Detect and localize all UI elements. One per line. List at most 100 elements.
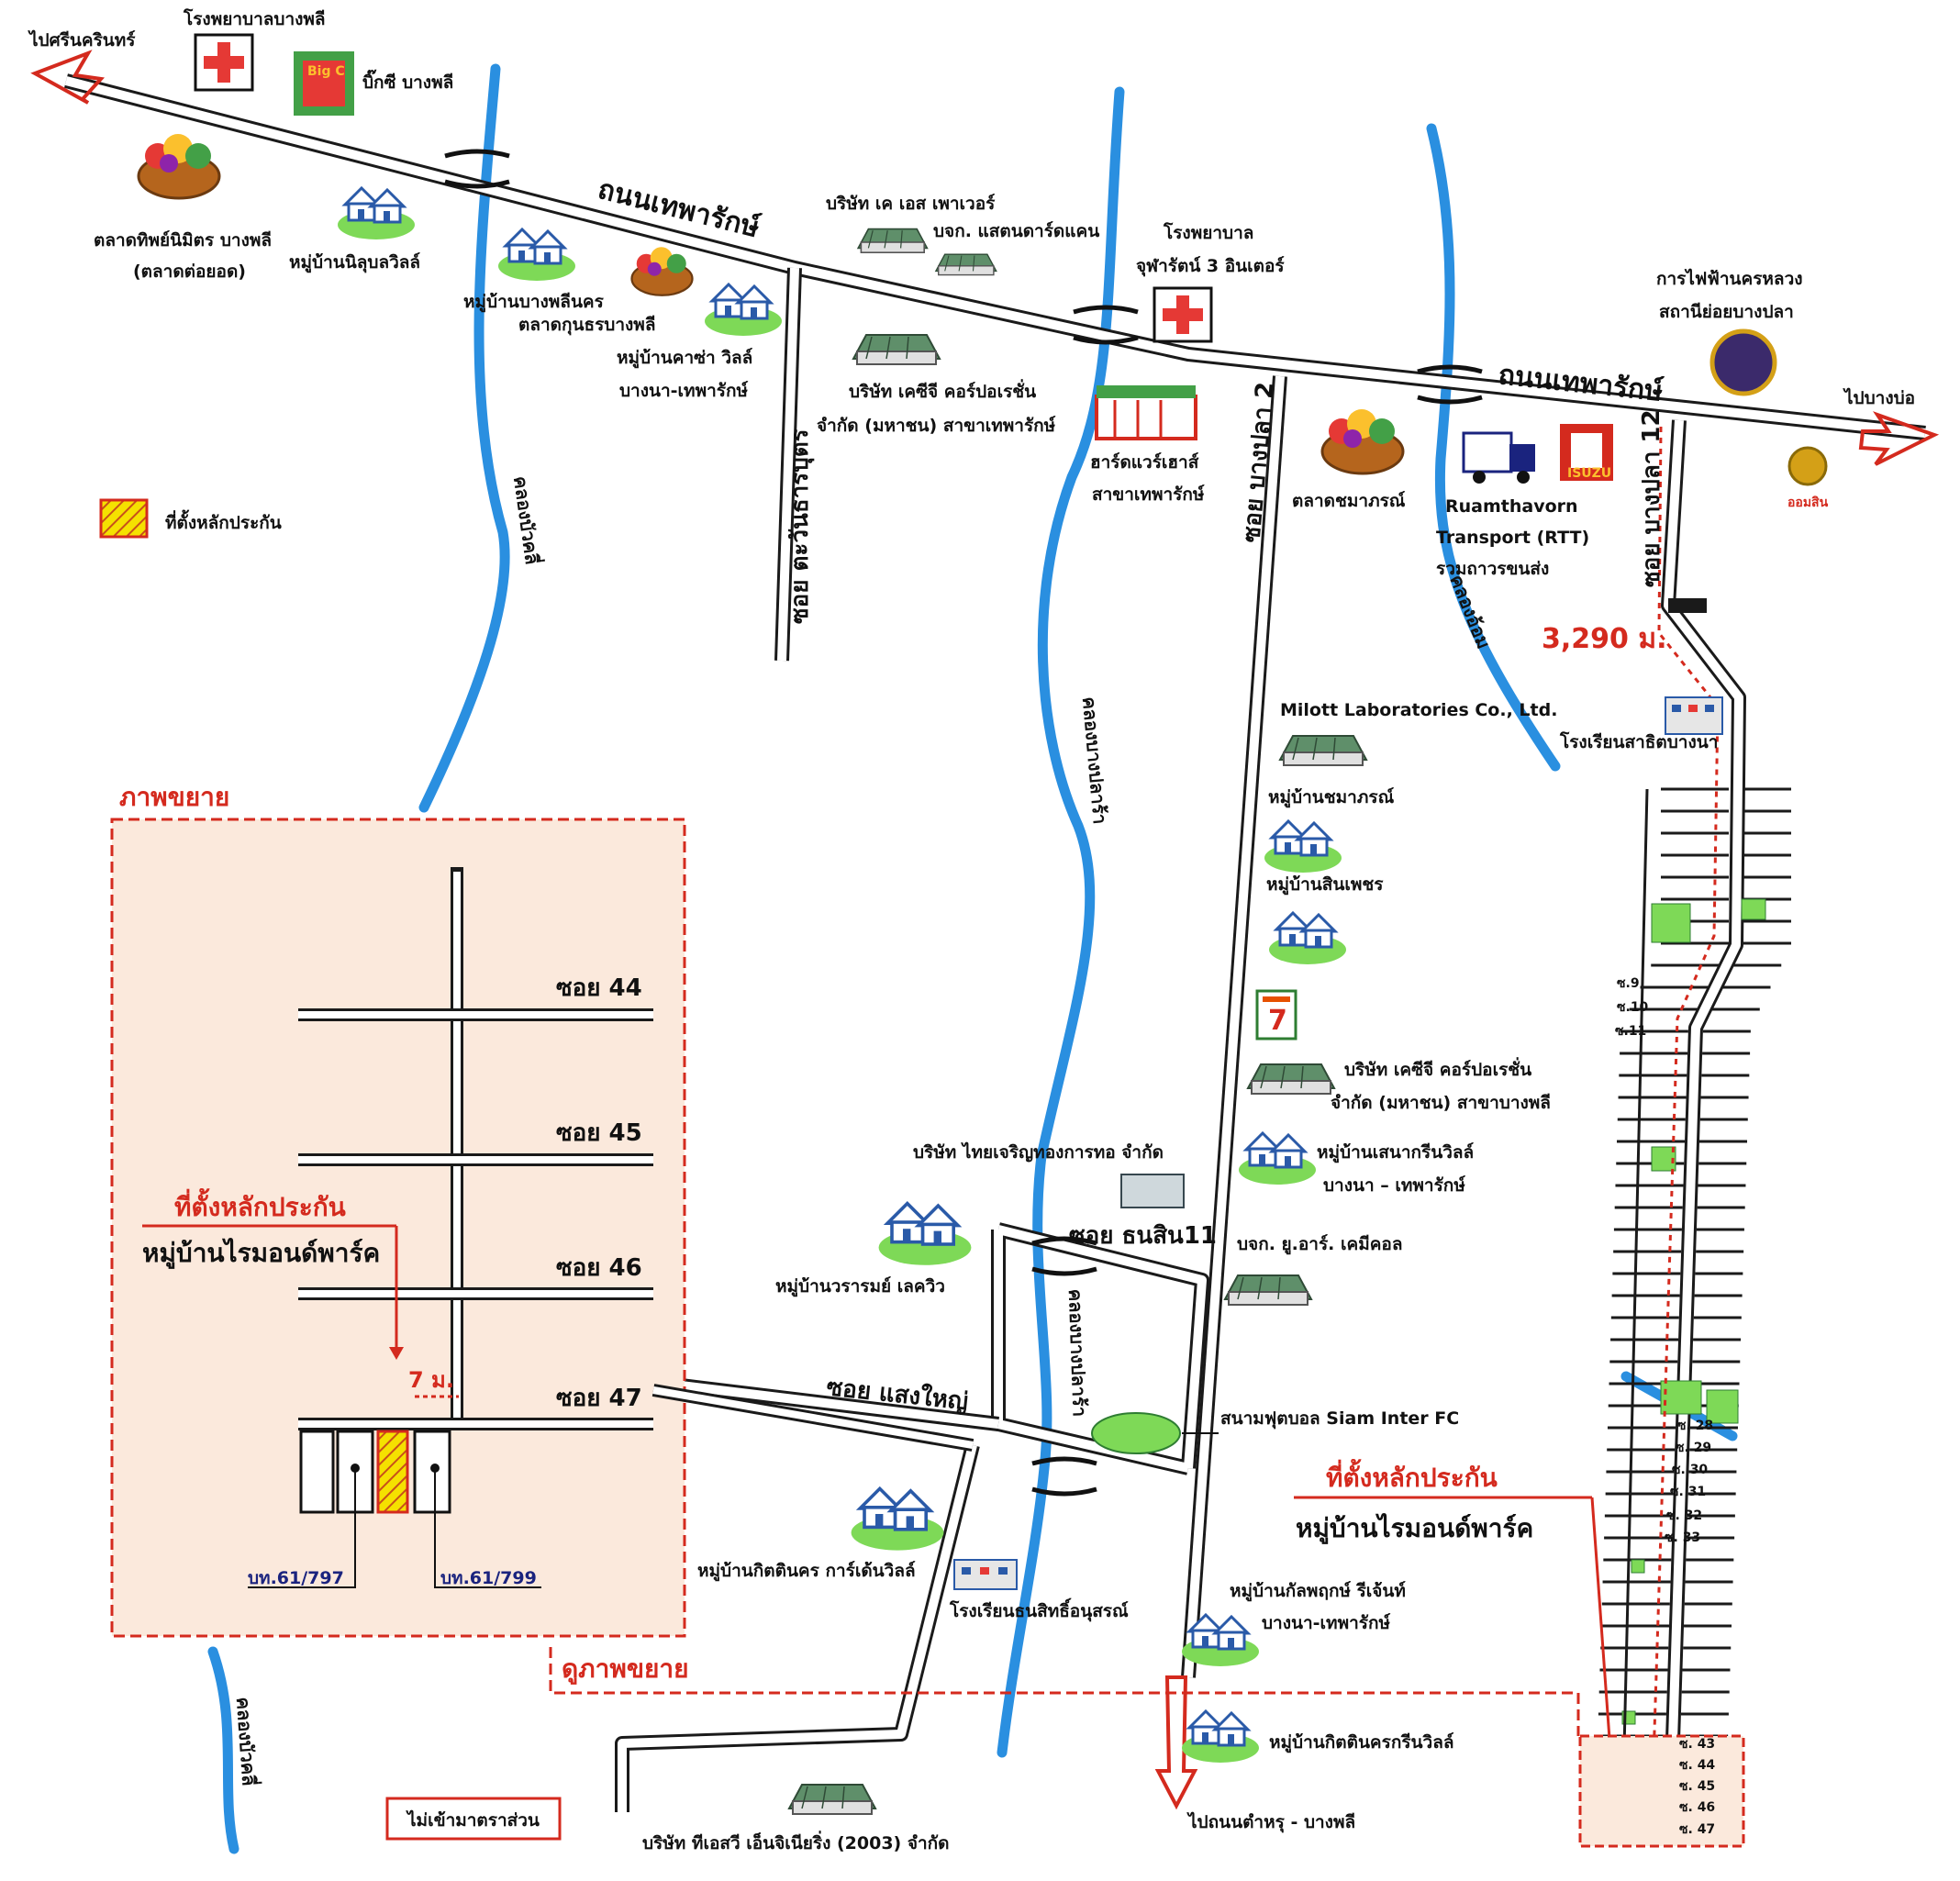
label-hardware-2: สาขาเทพารักษ์ [1092,484,1205,505]
label-kcg-2: จำกัด (มหาชน) สาขาเทพารักษ์ [817,416,1056,436]
soi-label: ซ. 43 [1679,1737,1715,1752]
label-market-thip-2: (ตลาดต่อยอด) [133,262,246,282]
green-plot [1741,898,1766,920]
label-vil-kanlapaphruek-1: หมู่บ้านกัลพฤกษ์ รีเจ้นท์ [1230,1581,1406,1602]
soi-label: ซ. 33 [1665,1530,1700,1545]
soi-label: ซ. 32 [1666,1508,1702,1523]
zoom-area-box [1578,1734,1745,1848]
river-khlong-om [1426,123,1561,772]
distance-label: 3,290 ม. [1542,623,1667,655]
market-icon [630,246,694,296]
truck-icon [1462,431,1513,473]
label-pea-2: สถานีย่อยบางปลา [1659,302,1794,322]
see-enlarged-connector [549,1647,1580,1736]
not-to-scale-box [385,1797,562,1841]
label-school-sarit: โรงเรียนสาธิตบางนา [1559,731,1718,752]
not-to-scale-label: ไม่เข้ามาตราส่วน [406,1809,540,1831]
soi-labels-right: ซ.9 ซ.10 ซ.11 ซ. 28 ซ. 29 ซ. 30 ซ. 31 ซ.… [1615,976,1715,1837]
village-icon [496,228,577,283]
bigc-logo-text: Big C [307,64,345,79]
village-icon [703,283,784,338]
soi-label: ซ.10 [1617,1000,1649,1015]
hardware-house-icon [1095,395,1197,440]
river-khlong-bangpla [997,86,1125,1758]
arrow-to-west [30,50,106,105]
label-rtt-1: Ruamthavorn [1445,496,1578,517]
village-icon [1267,911,1348,966]
river-khlong-bua-north [418,63,510,813]
label-pea-1: การไฟฟ้านครหลวง [1656,268,1803,289]
legend-collateral-label: ที่ตั้งหลักประกัน [165,509,282,533]
label-vil-wararom: หมู่บ้านวรารมย์ เลควิว [775,1276,945,1297]
river-khlong-bua-south [207,1646,239,1854]
green-plot [1631,1559,1645,1574]
isuzu-logo-text: ISUZU [1567,466,1611,481]
village-icon [336,186,417,241]
factory-icon [857,228,929,254]
label-school-thanasit: โรงเรียนธนสิทธิ์อนุสรณ์ [949,1597,1129,1622]
inset-title: ภาพขยาย [119,782,229,812]
route-dotted-line [1650,426,1720,1818]
label-gsb: ออมสิน [1787,495,1829,510]
inset-roads [298,867,974,1452]
gsb-logo-icon [1787,446,1828,486]
soi-label: ซ. 30 [1672,1463,1708,1477]
label-vil-sinphet: หมู่บ้านสินเพชร [1266,874,1384,896]
label-to-west: ไปศรีนครินทร์ [28,29,136,50]
inset-soi-46: ซอย 46 [556,1254,642,1282]
label-vil-casa-2: บางนา-เทพารักษ์ [619,381,748,401]
label-vil-nilubon: หมู่บ้านนิลุบลวิลล์ [289,252,420,273]
label-hosp-bangphli: โรงพยาบาลบางพลี [183,8,326,29]
label-standard-can: บจก. แสตนดาร์ดแคน [933,221,1099,241]
label-khlong-bua-2: คลองบัวคลี่ [232,1696,263,1786]
seven-eleven-logo-text: 7 [1268,1005,1287,1037]
collateral-plot [376,1430,409,1514]
target-name: หมู่บ้านไรมอนด์พาร์ค [1296,1513,1533,1544]
label-soi-tawan: ซอย ตะวันธารบุตร [786,429,815,624]
village-icon [1237,1131,1318,1186]
label-vil-kitti-garden: หมู่บ้านกิตตินคร การ์เด้นวิลล์ [697,1561,916,1582]
factory-icon [1224,1274,1312,1306]
market-icon [1320,407,1405,475]
label-khlong-bua: คลองบัวคลี่ [509,474,546,566]
market-icon [137,132,221,200]
label-hosp-chula-1: โรงพยาบาล [1163,222,1253,243]
inset-plots [248,1430,541,1588]
label-ur-chem: บจก. ยู.อาร์. เคมีคอล [1237,1234,1403,1255]
label-vil-sena-1: หมู่บ้านเสนากรีนวิลล์ [1317,1142,1474,1163]
label-to-south: ไปถนนตำหรุ - บางพลี [1186,1811,1355,1833]
label-market-kunthon: ตลาดกุนธรบางพลี [518,315,655,336]
green-plot [1651,1146,1676,1172]
soi-label: ซ.9 [1617,976,1640,991]
inset-plot-right: บท.61/799 [440,1568,537,1588]
pea-logo-icon [1709,328,1777,396]
label-khlong-bangpla: คลองบางปลาร้า [1078,696,1111,825]
label-vil-kanlapaphruek-2: บางนา-เทพารักษ์ [1262,1613,1390,1633]
inset-soi-45: ซอย 45 [556,1119,642,1147]
village-icon [1263,819,1343,874]
factory-icon [935,253,997,276]
soi-label: ซ. 46 [1679,1800,1715,1815]
green-plot [1651,903,1691,943]
inset-target-title: ที่ตั้งหลักประกัน [174,1187,346,1222]
factory-icon [1247,1063,1335,1095]
green-plot [1660,1380,1702,1415]
label-milott: Milott Laboratories Co., Ltd. [1280,700,1557,720]
soi-label: ซ. 31 [1670,1485,1706,1499]
label-tsv: บริษัท ทีเอสวี เอ็นจิเนียริ่ง (2003) จำก… [642,1831,950,1853]
label-ks-power: บริษัท เค เอส เพาเวอร์ [826,194,996,214]
label-vil-kitti-green: หมู่บ้านกิตตินครกรีนวิลล์ [1269,1732,1454,1753]
inset-width-label: 7 ม. [408,1367,454,1393]
soi-label: ซ. 47 [1679,1822,1715,1837]
label-market-chama: ตลาดชมาภรณ์ [1292,491,1406,511]
inset-target-name: หมู่บ้านไรมอนด์พาร์ค [142,1238,380,1269]
label-kcg-bp-2: จำกัด (มหาชน) สาขาบางพลี [1331,1093,1551,1113]
label-hosp-chula-2: จุฬารัตน์ 3 อินเตอร์ [1136,256,1285,277]
green-plot [1706,1389,1739,1424]
inset-soi-44: ซอย 44 [556,974,642,1002]
football-field-icon [1091,1412,1181,1454]
school-icon [1665,696,1723,735]
target-title: ที่ตั้งหลักประกัน [1326,1458,1498,1493]
label-market-thip-1: ตลาดทิพย์นิมิตร บางพลี [94,230,272,250]
